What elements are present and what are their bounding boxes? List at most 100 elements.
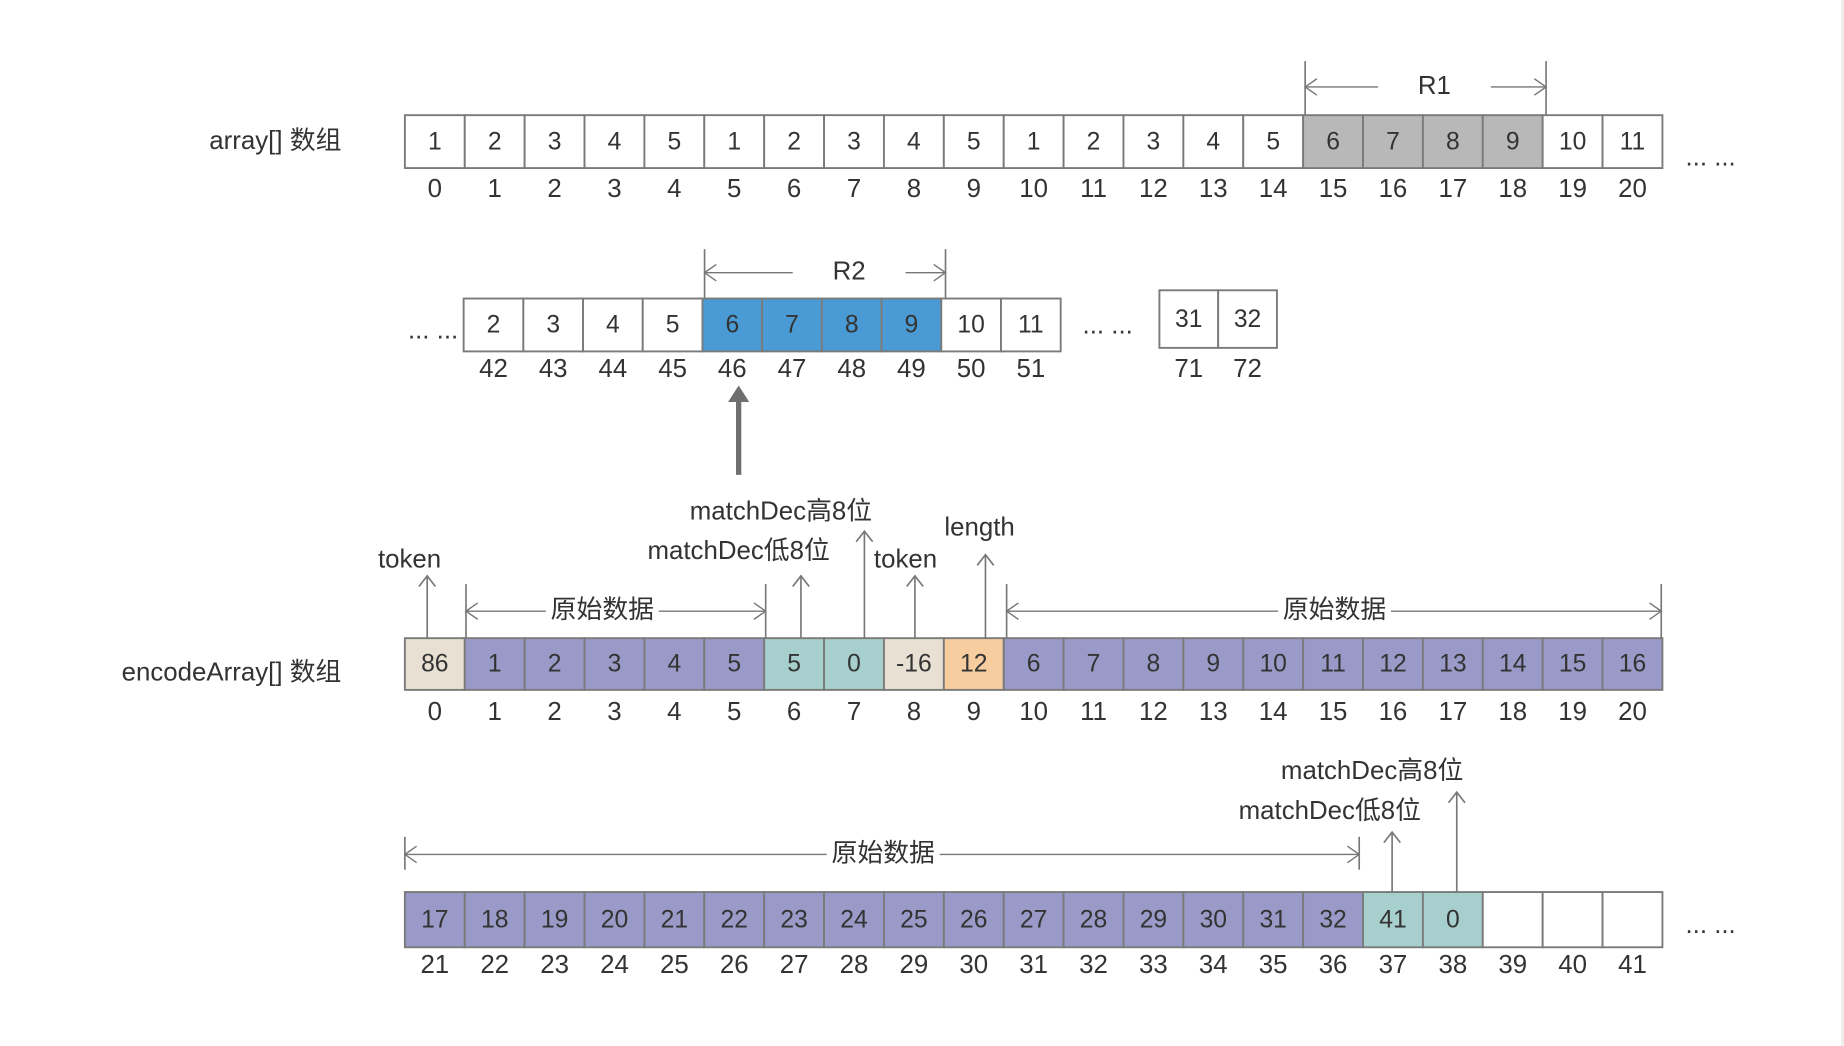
cell-index: 4 [667,698,681,726]
ellipsis: ... ... [1685,143,1735,171]
cell-index: 7 [847,698,861,726]
cell-value: 10 [1559,128,1586,155]
cell-index: 39 [1498,951,1527,979]
token-arrow-head-icon [418,574,437,587]
array-cell [403,891,466,949]
raw-data-bracket-label: 原始数据 [551,595,654,624]
cell-index: 6 [787,175,801,203]
r2-bracket-left-arrow-icon [703,263,717,282]
cell-value: 12 [960,651,987,678]
cell-index: 14 [1259,175,1288,203]
cell-index: 24 [600,951,629,979]
cell-index: 20 [1618,175,1647,203]
cell-value: 4 [608,128,622,155]
cell-index: 15 [1319,175,1348,203]
cell-index: 20 [1618,698,1647,726]
cell-index: 8 [907,698,921,726]
cell-index: 38 [1438,951,1467,979]
cell-value: 31 [1175,306,1202,333]
cell-value: 4 [667,651,681,678]
cell-value: 7 [1087,651,1101,678]
array-cell [403,114,466,170]
match-high-arrow-2-head-icon [1447,790,1466,804]
cell-index: 8 [907,175,921,203]
cell-index: 28 [840,951,869,979]
array-cell [1182,637,1245,691]
cell-index: 23 [540,951,569,979]
cell-index: 16 [1379,698,1408,726]
cell-value: 27 [1020,906,1047,933]
cell-index: 35 [1259,951,1288,979]
cell-index: 11 [1080,698,1107,726]
array-cell [701,297,764,353]
cell-index: 17 [1438,175,1467,203]
length-label: length [944,514,1014,542]
cell-value: 20 [601,906,628,933]
array-cell [1481,114,1544,170]
array-cell [1002,637,1065,691]
cell-value: 1 [1027,128,1041,155]
cell-index: 46 [718,355,747,383]
array-cell [1242,637,1305,691]
array-cell [583,891,646,949]
cell-value: 7 [1386,128,1400,155]
r2-bracket-right-arrow-icon [933,263,947,282]
array-cell [1062,114,1125,170]
array-cell [1541,637,1604,691]
cell-value: 41 [1379,906,1406,933]
array-cell [1062,891,1125,949]
cell-value: 7 [785,312,799,339]
cell-index: 42 [479,355,508,383]
cell-index: 44 [599,355,628,383]
cell-index: 9 [967,698,981,726]
cell-value: 18 [481,906,508,933]
cell-index: 33 [1139,951,1168,979]
cell-index: 26 [720,951,749,979]
r1-bracket-label: R1 [1418,72,1451,100]
cell-value: 13 [1439,651,1466,678]
cell-index: 71 [1174,355,1203,383]
scrollbar-edge [1841,0,1844,1046]
cell-value: 12 [1379,651,1406,678]
cell-index: 31 [1019,951,1048,979]
cell-index: 14 [1259,698,1288,726]
cell-value: 5 [1266,128,1280,155]
array-cell [1541,891,1604,949]
match-high-arrow-head-icon [855,529,874,543]
cell-value: 0 [847,651,861,678]
cell-value: 2 [487,312,501,339]
cell-index: 50 [957,355,986,383]
array-cell [1122,891,1185,949]
cell-index: 51 [1016,355,1045,383]
raw-data-bracket-right-arrow-icon [753,602,767,620]
array-cell [523,891,586,949]
array-cell [1217,289,1278,349]
cell-value: 6 [1326,128,1340,155]
array-cell [942,114,1005,170]
cell-index: 6 [787,698,801,726]
array-cell [1158,289,1220,349]
cell-value: 4 [606,312,620,339]
array-cell [1421,637,1484,691]
match-low-label: matchDec低8位 [647,536,829,565]
cell-value: 11 [1320,651,1346,678]
cell-index: 32 [1079,951,1108,979]
cell-value: 3 [548,128,562,155]
array-cell [1182,891,1245,949]
cell-value: 1 [428,128,442,155]
cell-index: 48 [837,355,866,383]
ellipsis: ... ... [408,316,458,344]
array-cell [1000,297,1062,353]
ellipsis: ... ... [1685,911,1735,939]
cell-value: 6 [725,312,739,339]
cell-value: 3 [608,651,622,678]
array-cell [1362,637,1424,691]
raw-data-bracket-3-right-arrow-icon [1347,845,1361,864]
cell-value: 2 [548,651,562,678]
raw-data-bracket-2-label: 原始数据 [1283,595,1386,624]
array-cell [643,637,706,691]
cell-value: 9 [1506,128,1520,155]
token-label: token [378,545,441,573]
cell-value: 11 [1620,128,1646,155]
